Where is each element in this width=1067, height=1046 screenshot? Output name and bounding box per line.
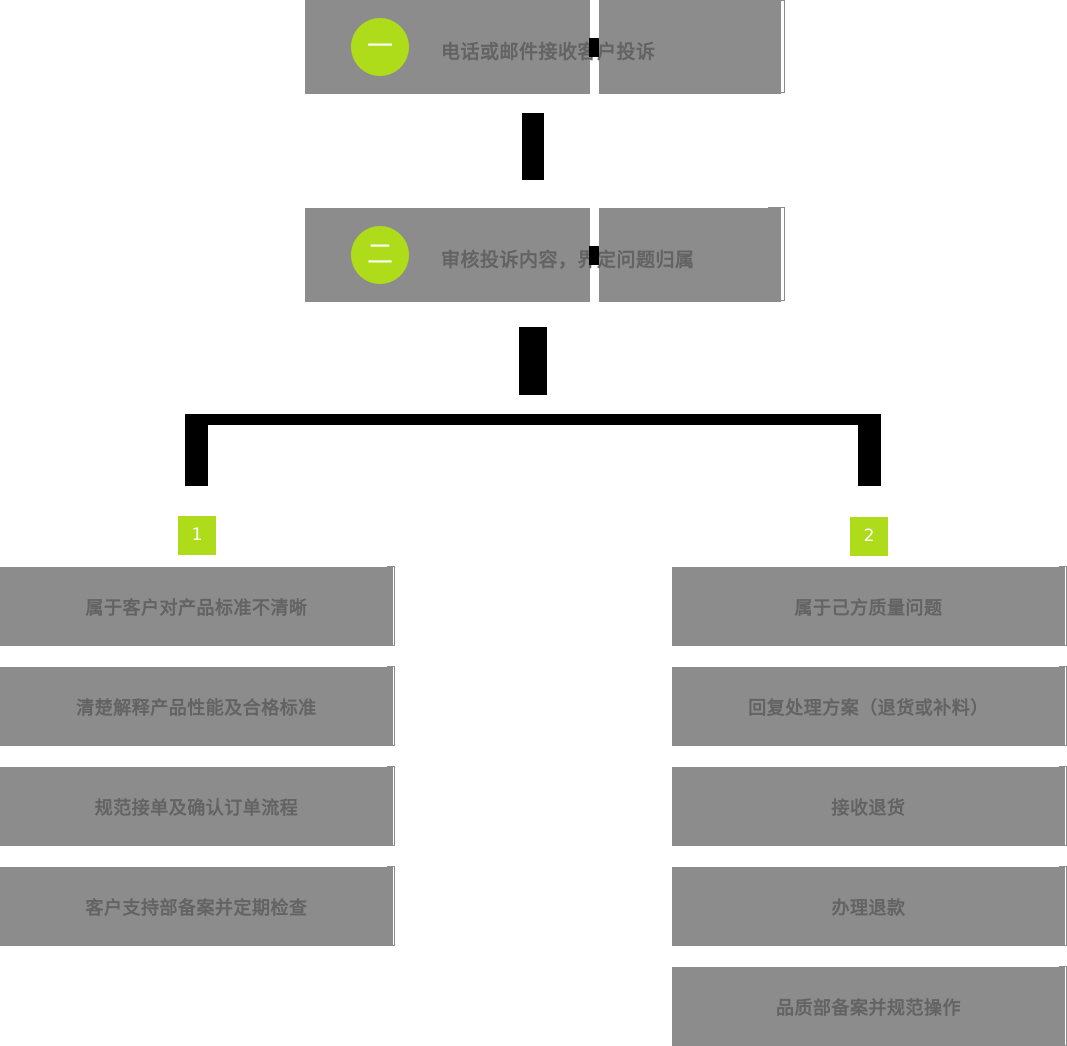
split-leg-left (185, 420, 208, 486)
right-card-4-label: 办理退款 (831, 897, 906, 919)
left-card-4[interactable]: 客户支持部备案并定期检查 (0, 867, 393, 946)
branch-2-badge: 2 (850, 517, 888, 556)
branch-1-badge: 1 (178, 516, 216, 555)
right-card-1[interactable]: 属于己方质量问题 (672, 567, 1065, 646)
left-card-4-label: 客户支持部备案并定期检查 (85, 897, 308, 919)
right-card-1-label: 属于己方质量问题 (794, 597, 943, 619)
left-card-2[interactable]: 清楚解释产品性能及合格标准 (0, 667, 393, 746)
step-2-label: 审核投诉内容，界定问题归属 (441, 249, 695, 271)
split-bar-horizontal (185, 414, 881, 425)
split-leg-right (858, 420, 881, 486)
right-card-5-label: 品质部备案并规范操作 (776, 997, 961, 1019)
step-2-marker-circle: 二 (351, 226, 409, 284)
right-card-4[interactable]: 办理退款 (672, 867, 1065, 946)
right-card-3[interactable]: 接收退货 (672, 767, 1065, 846)
step-1-missing-glyph (589, 38, 599, 57)
right-card-3-label: 接收退货 (831, 797, 906, 819)
left-card-1[interactable]: 属于客户对产品标准不清晰 (0, 567, 393, 646)
right-card-5[interactable]: 品质部备案并规范操作 (672, 967, 1065, 1046)
left-card-3-label: 规范接单及确认订单流程 (94, 797, 299, 819)
right-card-2[interactable]: 回复处理方案（退货或补料） (672, 667, 1065, 746)
connector-step2-to-split (519, 327, 547, 395)
left-card-1-label: 属于客户对产品标准不清晰 (85, 597, 308, 619)
right-card-2-label: 回复处理方案（退货或补料） (748, 697, 989, 719)
step-1-label: 电话或邮件接收客户投诉 (441, 41, 656, 63)
left-card-2-label: 清楚解释产品性能及合格标准 (76, 697, 317, 719)
step-1-marker-circle: 一 (351, 18, 409, 76)
connector-step1-to-step2 (522, 113, 544, 180)
left-card-3[interactable]: 规范接单及确认订单流程 (0, 767, 393, 846)
step-2-missing-glyph (589, 246, 599, 265)
